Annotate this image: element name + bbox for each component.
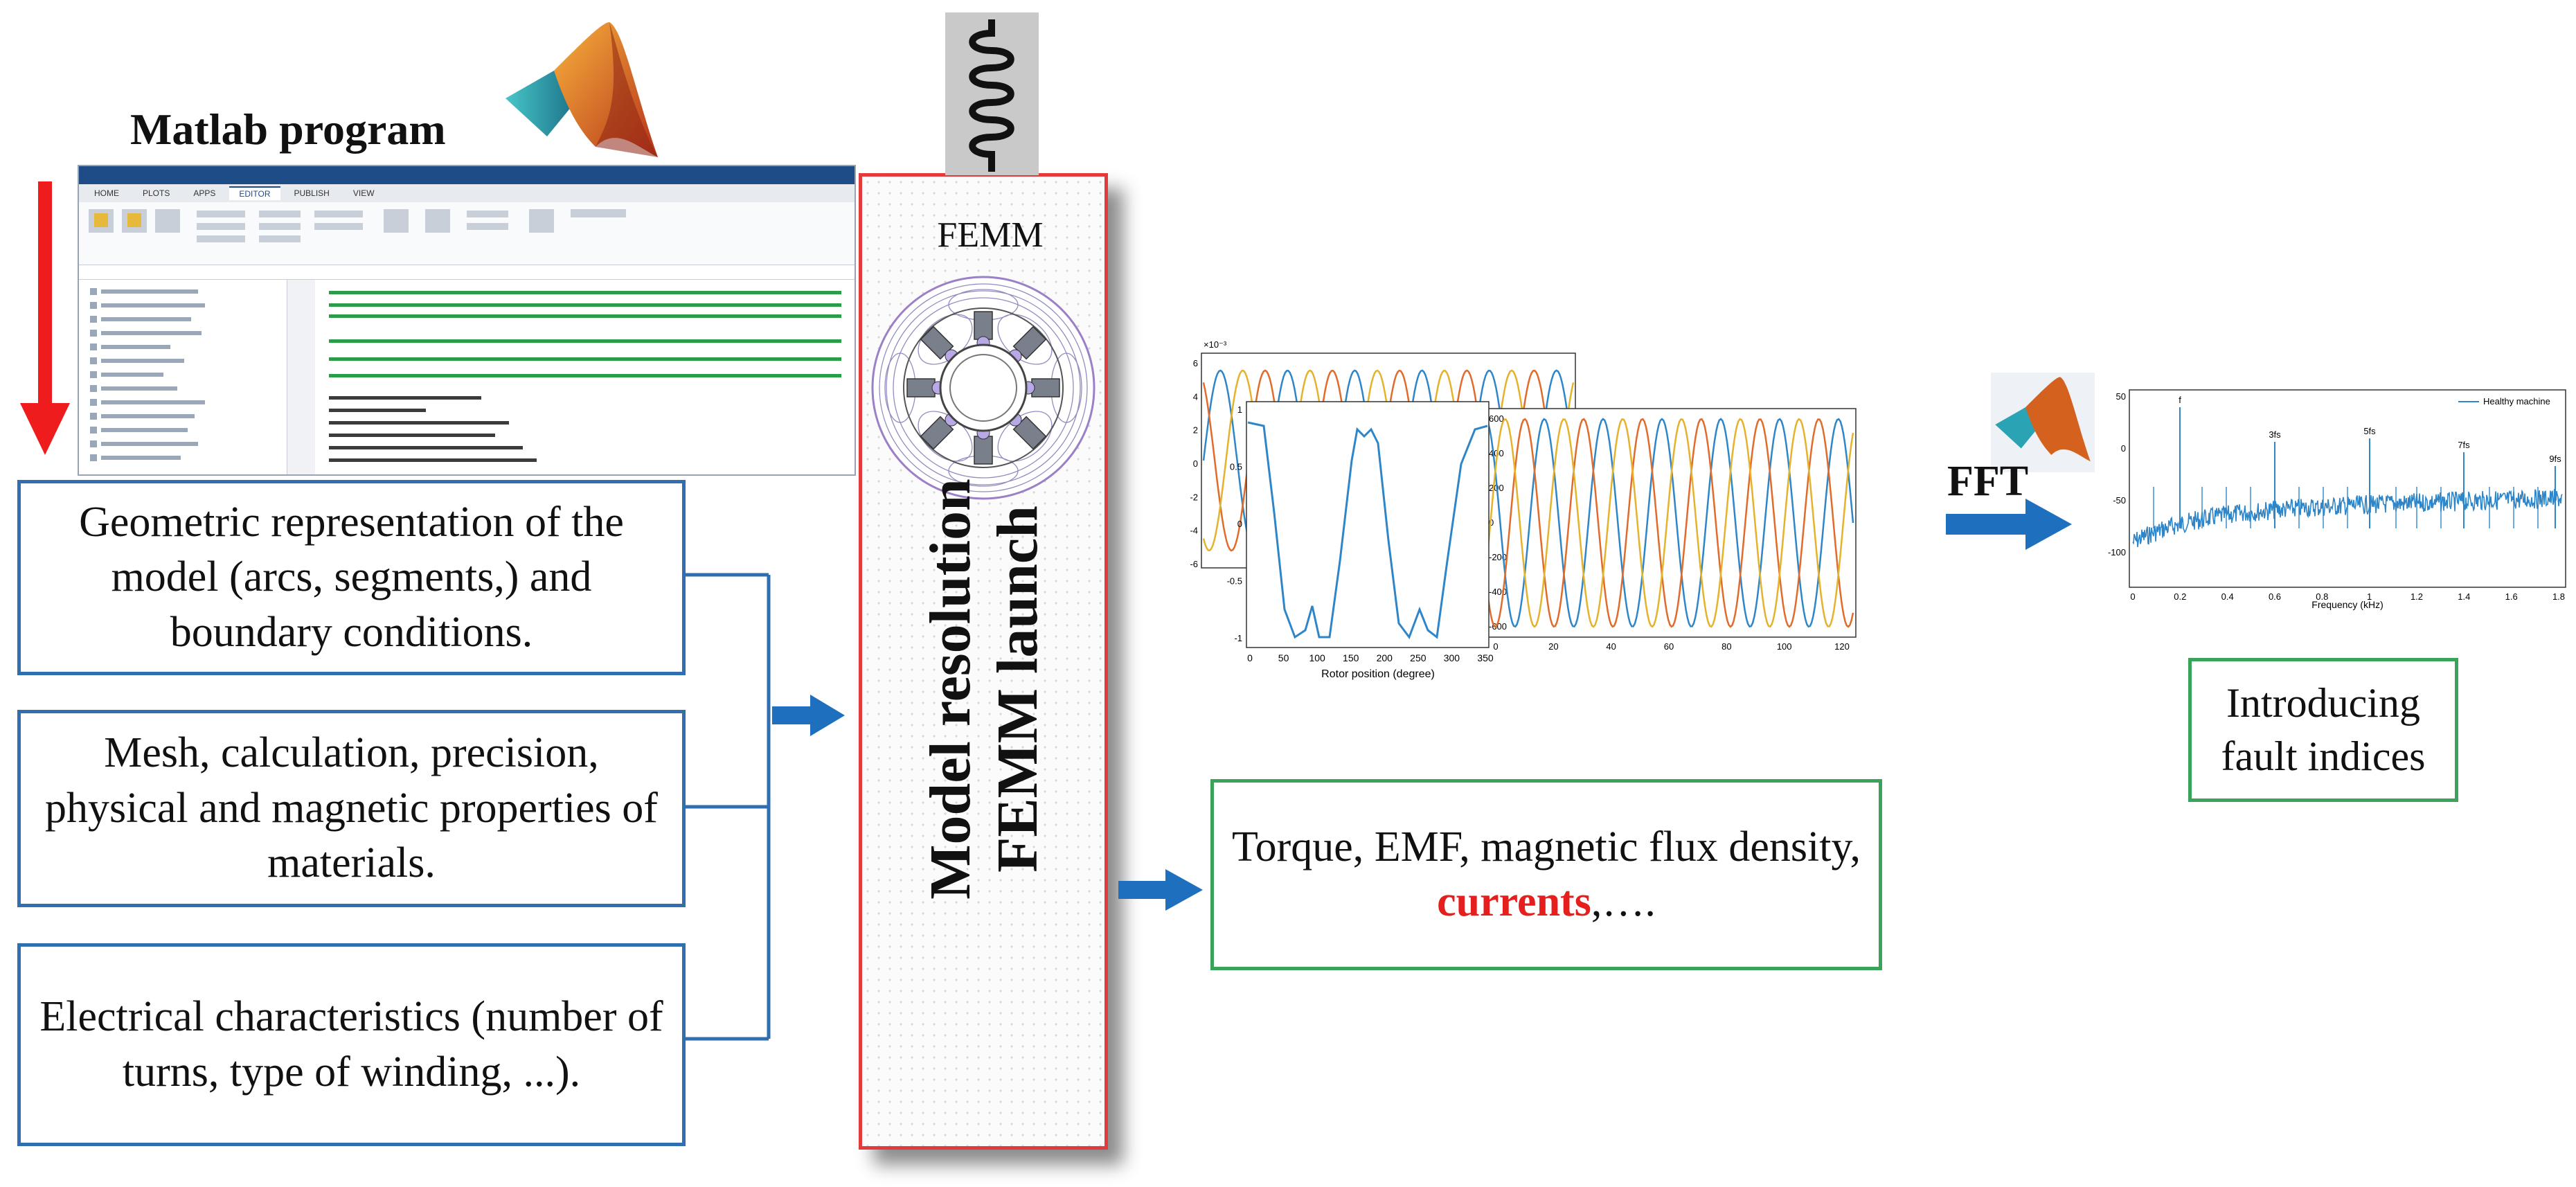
- right-plot-frame: [1467, 408, 1857, 638]
- front-xtick: 100: [1309, 652, 1325, 663]
- mesh-box: Mesh, calculation, precision, physical a…: [17, 710, 686, 907]
- front-xtick: 0: [1247, 652, 1253, 663]
- output-box-highlight: currents: [1437, 878, 1591, 925]
- machine-crosssection-icon: [869, 274, 1098, 502]
- fft-label: FFT: [1947, 458, 2029, 505]
- right-xtick: 0: [1493, 641, 1498, 652]
- matlab-program-label: Matlab program: [130, 105, 446, 154]
- fft-harmonic-label: 9fs: [2549, 454, 2561, 464]
- fft-harmonic-label: f: [2179, 395, 2181, 405]
- matlab-tab[interactable]: VIEW: [352, 188, 375, 198]
- fault-indices-box: Introducing fault indices: [2188, 658, 2458, 802]
- fft-ytick: 0: [2121, 443, 2126, 454]
- front-ytick: 1: [1237, 404, 1242, 415]
- output-box-prefix: Torque, EMF, magnetic flux density,: [1232, 823, 1861, 871]
- right-xtick: 120: [1834, 641, 1850, 652]
- back-ytick: -2: [1190, 492, 1198, 502]
- right-xtick: 60: [1664, 641, 1674, 652]
- mesh-box-text: Mesh, calculation, precision, physical a…: [45, 729, 658, 887]
- right-ytick: 600: [1489, 413, 1504, 424]
- center-title-line1: Model resolution: [918, 479, 983, 900]
- matlab-tabbar: HOME PLOTS APPS EDITOR PUBLISH VIEW: [79, 184, 855, 202]
- matlab-tab[interactable]: APPS: [193, 188, 216, 198]
- electrical-box-text: Electrical characteristics (number of tu…: [39, 993, 663, 1096]
- front-ytick: -0.5: [1227, 576, 1242, 587]
- fft-ytick: 50: [2116, 391, 2126, 402]
- geometry-box: Geometric representation of the model (a…: [17, 480, 686, 675]
- back-ytick: 6: [1193, 358, 1198, 368]
- right-wave-series: [1469, 418, 1854, 628]
- output-box: Torque, EMF, magnetic flux density, curr…: [1210, 779, 1882, 970]
- matlab-code-editor: [287, 280, 855, 474]
- right-xtick: 40: [1606, 641, 1616, 652]
- geometry-box-text: Geometric representation of the model (a…: [79, 498, 624, 656]
- fft-arrow-icon: [1946, 499, 2074, 551]
- fft-legend: Healthy machine: [2483, 396, 2550, 407]
- right-xtick: 80: [1721, 641, 1731, 652]
- fft-xtick: 0.8: [2316, 591, 2328, 602]
- arrow-to-output-icon: [1118, 869, 1205, 911]
- fft-xtick: 0.6: [2269, 591, 2281, 602]
- right-xtick: 20: [1548, 641, 1558, 652]
- matlab-tab[interactable]: PUBLISH: [294, 188, 330, 198]
- fft-xtick: 1.8: [2552, 591, 2565, 602]
- front-ytick: -1: [1234, 633, 1242, 643]
- fft-xtick: 1.2: [2410, 591, 2423, 602]
- front-plot-frame: [1246, 401, 1490, 648]
- matlab-editor-screenshot: HOME PLOTS APPS EDITOR PUBLISH VIEW: [78, 165, 856, 476]
- front-xtick: 200: [1377, 652, 1393, 663]
- matlab-tab[interactable]: EDITOR: [229, 186, 280, 200]
- right-xtick: 100: [1777, 641, 1792, 652]
- matlab-file-browser: [79, 280, 287, 474]
- fft-harmonic-label: 5fs: [2363, 426, 2376, 436]
- signal-xlabel: Rotor position (degree): [1321, 668, 1435, 680]
- fft-xtick: 0.2: [2174, 591, 2186, 602]
- fft-ytick: -50: [2113, 495, 2126, 506]
- matlab-logo-icon: [499, 15, 665, 175]
- right-ytick: 0: [1489, 517, 1494, 528]
- front-ytick: 0.5: [1230, 462, 1242, 472]
- connector-bracket: [686, 568, 859, 1053]
- electrical-box: Electrical characteristics (number of tu…: [17, 943, 686, 1146]
- fft-xtick: 1.6: [2505, 591, 2518, 602]
- fault-indices-text: Introducing fault indices: [2221, 680, 2426, 779]
- back-ytick: -6: [1190, 559, 1198, 569]
- front-ytick: 0: [1237, 519, 1242, 529]
- center-title-line2: FEMM launch: [985, 506, 1050, 873]
- output-box-suffix: ,….: [1591, 878, 1656, 925]
- back-ytick: -4: [1190, 526, 1198, 536]
- fft-ytick: -100: [2108, 547, 2126, 557]
- front-xtick: 250: [1410, 652, 1426, 663]
- back-exponent: ×10⁻³: [1204, 339, 1227, 350]
- matlab-tab[interactable]: PLOTS: [143, 188, 170, 198]
- front-xtick: 300: [1444, 652, 1460, 663]
- femm-coil-icon: [945, 12, 1039, 175]
- back-ytick: 0: [1193, 458, 1198, 469]
- fft-xtick: 0.4: [2221, 591, 2234, 602]
- fft-xtick: 0: [2130, 591, 2135, 602]
- matlab-pathbar: [79, 265, 855, 280]
- matlab-tab[interactable]: HOME: [94, 188, 119, 198]
- front-wave-series: [1247, 421, 1488, 640]
- matlab-logo-small-icon: [1991, 371, 2095, 474]
- fft-xtick: 1: [2367, 591, 2372, 602]
- fft-xlabel: Frequency (kHz): [2311, 599, 2383, 610]
- fft-plot: 50 0 -50 -100 0 0.2 0.4 0.6 0.8 1 1.2 1.4 1.6 1.8 f 3…: [2091, 380, 2569, 615]
- femm-label: FEMM: [937, 215, 1044, 255]
- front-xtick: 350: [1477, 652, 1494, 663]
- back-ytick: 4: [1193, 391, 1198, 402]
- red-down-arrow-icon: [17, 181, 73, 458]
- front-xtick: 50: [1278, 652, 1289, 663]
- back-ytick: 2: [1193, 425, 1198, 436]
- matlab-toolstrip: [79, 202, 855, 265]
- matlab-titlebar: [79, 166, 855, 184]
- fft-harmonic-label: 3fs: [2269, 429, 2281, 440]
- fft-harmonic-label: 7fs: [2458, 440, 2470, 450]
- front-xtick: 150: [1343, 652, 1359, 663]
- fft-xtick: 1.4: [2458, 591, 2470, 602]
- model-resolution-title: Model resolution FEMM launch: [918, 267, 1051, 1112]
